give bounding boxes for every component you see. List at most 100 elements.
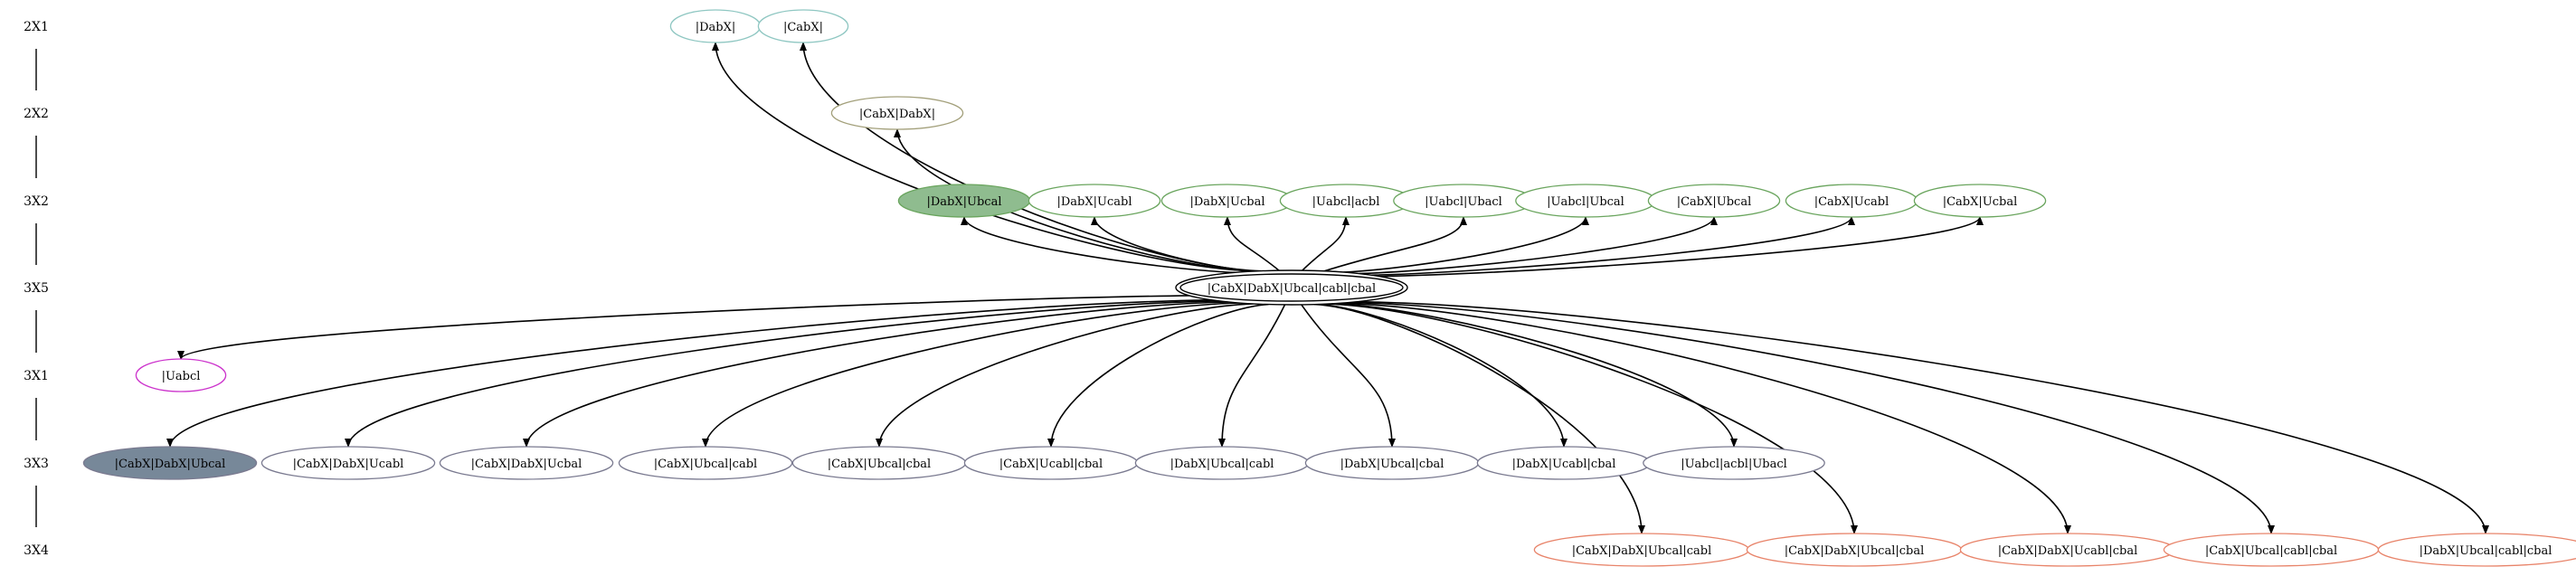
node-shape <box>830 96 964 130</box>
node-shape <box>1643 446 1825 480</box>
node-label: |DabX|Ubcal|cabl|cbal <box>2420 544 2552 558</box>
edge-n25 <box>1326 303 1858 534</box>
node-label: |CabX|DabX|Ucabl|cbal <box>1998 544 2138 558</box>
node-n14[interactable]: |CabX|DabX|Ubcal <box>82 446 258 480</box>
rank-label-3x1: 3X1 <box>24 369 49 383</box>
node-label: |DabX|Ucabl <box>1057 195 1132 209</box>
edge-n5 <box>1091 216 1255 272</box>
edge-n2 <box>800 42 1261 272</box>
node-shape <box>757 9 849 43</box>
node-label: |Uabcl|Ubacl <box>1425 195 1502 209</box>
node-n25[interactable]: |CabX|DabX|Ubcal|cbal <box>1746 533 1963 567</box>
edge-n10 <box>1359 216 1718 275</box>
node-label: |DabX|Ubcal <box>927 195 1002 209</box>
rank-label-2x2: 2X2 <box>24 107 49 121</box>
node-n20[interactable]: |DabX|Ubcal|cabl <box>1134 446 1310 480</box>
node-label: |Uabcl <box>162 370 201 383</box>
rank-label-3x4: 3X4 <box>24 543 49 558</box>
rank-label-3x3: 3X3 <box>24 457 49 471</box>
node-label: |CabX|DabX|Ubcal|cbal <box>1785 544 1925 558</box>
node-label: |CabX|DabX|Ucbal <box>471 458 582 471</box>
node-n26[interactable]: |CabX|DabX|Ucabl|cbal <box>1959 533 2176 567</box>
node-n23[interactable]: |Uabcl|acbl|Ubacl <box>1643 446 1825 480</box>
node-n1[interactable]: |DabX| <box>669 9 762 43</box>
node-n21[interactable]: |DabX|Ubcal|cbal <box>1304 446 1480 480</box>
node-n3[interactable]: |CabX|DabX| <box>830 96 964 130</box>
node-label: |CabX|DabX|Ucabl <box>293 458 404 471</box>
node-n24[interactable]: |CabX|DabX|Ubcal|cabl <box>1533 533 1750 567</box>
rank-label-3x2: 3X2 <box>24 194 49 209</box>
node-label: |CabX| <box>783 21 823 34</box>
edge-n23 <box>1331 303 1738 448</box>
node-n5[interactable]: |DabX|Ucabl <box>1028 184 1161 218</box>
node-n22[interactable]: |DabX|Ucabl|cbal <box>1476 446 1652 480</box>
node-label: |CabX|DabX| <box>859 108 935 121</box>
node-shape <box>2377 533 2576 567</box>
node-label: |DabX|Ucabl|cbal <box>1512 458 1616 471</box>
edge-n13 <box>177 295 1190 360</box>
node-n28[interactable]: |DabX|Ubcal|cabl|cbal <box>2377 533 2576 567</box>
edge-n27 <box>1348 301 2275 534</box>
node-n18[interactable]: |CabX|Ubcal|cbal <box>791 446 967 480</box>
edge-n14 <box>166 299 1212 448</box>
node-n7[interactable]: |Uabcl|acbl <box>1279 184 1413 218</box>
edge-n16 <box>523 301 1229 448</box>
node-label: |CabX|DabX|Ubcal|cabl <box>1572 544 1712 558</box>
node-n15[interactable]: |CabX|DabX|Ucabl <box>260 446 436 480</box>
node-label: |CabX|Ubcal|cbal <box>828 458 931 471</box>
node-label: |CabX|Ucbal <box>1943 195 2018 209</box>
edge-n12 <box>1379 216 1984 278</box>
edge-n21 <box>1301 304 1396 448</box>
edge-n24 <box>1313 303 1645 534</box>
node-n8[interactable]: |Uabcl|Ubacl <box>1393 184 1534 218</box>
node-shape <box>1028 184 1161 218</box>
edges <box>166 42 2489 534</box>
edge-n28 <box>1356 300 2489 534</box>
node-n27[interactable]: |CabX|Ubcal|cabl|cbal <box>2163 533 2380 567</box>
node-n2[interactable]: |CabX| <box>757 9 849 43</box>
node-label: |Uabcl|acbl <box>1312 195 1380 209</box>
node-label: |CabX|Ubcal <box>1677 195 1752 209</box>
node-n17[interactable]: |CabX|Ubcal|cabl <box>618 446 793 480</box>
node-label: |CabX|Ubcal|cabl <box>654 458 757 471</box>
node-label: |CabX|Ubcal|cabl|cbal <box>2205 544 2337 558</box>
node-label: |DabX|Ubcal|cabl <box>1170 458 1274 471</box>
rank-label-2x1: 2X1 <box>24 20 49 34</box>
node-n16[interactable]: |CabX|DabX|Ucbal <box>439 446 614 480</box>
node-n10[interactable]: |CabX|Ubcal <box>1647 184 1781 218</box>
edge-n15 <box>345 300 1220 448</box>
node-n9[interactable]: |Uabcl|Ubcal <box>1515 184 1656 218</box>
node-n12[interactable]: |CabX|Ucbal <box>1913 184 2047 218</box>
node-n11[interactable]: |CabX|Ucabl <box>1785 184 1918 218</box>
rank-axis: 2X1 2X2 3X2 3X5 3X1 3X3 3X4 <box>24 20 49 558</box>
edge-n7 <box>1302 216 1350 271</box>
edge-n17 <box>702 302 1241 448</box>
node-shape <box>82 446 258 480</box>
node-label: |DabX|Ubcal|cbal <box>1340 458 1444 471</box>
rank-label-3x5: 3X5 <box>24 281 49 296</box>
node-n6[interactable]: |DabX|Ucbal <box>1160 184 1294 218</box>
node-shape <box>260 446 436 480</box>
edge-n4 <box>961 216 1236 274</box>
node-center[interactable]: |CabX|DabX|Ubcal|cabl|cbal <box>1175 269 1408 306</box>
edge-n1 <box>712 42 1256 272</box>
nodes: |CabX|DabX|Ubcal|cabl|cbal |DabX| |CabX| |C… <box>82 9 2576 567</box>
node-shape <box>618 446 793 480</box>
node-shape <box>1647 184 1781 218</box>
edge-n11 <box>1371 216 1855 277</box>
edge-n8 <box>1323 216 1467 272</box>
node-n4[interactable]: |DabX|Ubcal <box>897 184 1031 218</box>
edge-n3 <box>894 128 1255 272</box>
node-label: |DabX| <box>696 21 736 34</box>
node-n19[interactable]: |CabX|Ucabl|cbal <box>963 446 1139 480</box>
edge-n6 <box>1224 216 1280 271</box>
edge-n20 <box>1218 304 1286 448</box>
node-n13[interactable]: |Uabcl <box>135 358 227 392</box>
edge-n26 <box>1338 302 2071 534</box>
edge-n9 <box>1343 216 1589 273</box>
edge-n19 <box>1047 303 1269 448</box>
node-shape <box>1913 184 2047 218</box>
node-label: |CabX|DabX|Ubcal <box>115 458 226 471</box>
node-label: |CabX|Ucabl <box>1814 195 1889 209</box>
